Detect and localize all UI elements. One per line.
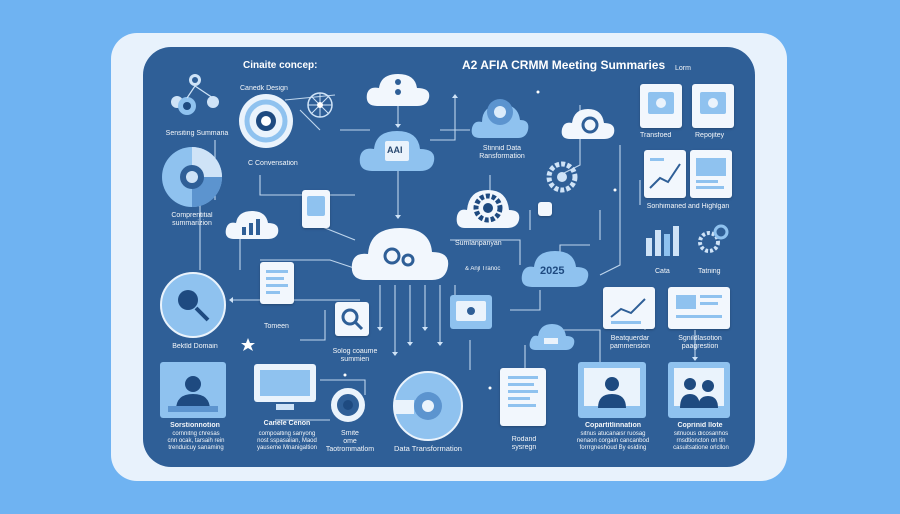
card-report-chart-2: [690, 150, 732, 198]
bar-chart-icon: [642, 222, 682, 258]
monitor-icon: [250, 360, 320, 416]
card-transformed: [640, 84, 682, 128]
donut-icon: [328, 385, 368, 425]
year-cloud: [520, 245, 590, 289]
label-repository: Repojitey: [695, 132, 725, 139]
top-cloud-icon: [365, 68, 431, 108]
card-repository: [692, 84, 734, 128]
ai-cloud-icon: [358, 125, 436, 173]
main-title: A2 AFIA CRMM Meeting Summaries: [462, 58, 666, 72]
text-copartitinentation: sitnus atucanaisr ruosag nenaon corgain …: [576, 431, 650, 451]
label-smite-transformation: Smite ome Taotrommatlom: [325, 430, 375, 453]
label-canele-cenon: Canele Cenon: [263, 420, 311, 427]
gear-cloud-icon: [470, 88, 530, 140]
search-tile-icon: [335, 302, 369, 336]
label-copartitinentation: Copartitlinnation: [585, 422, 641, 429]
corner-label: Lorm: [675, 65, 691, 72]
side-gear-icon: [545, 160, 579, 194]
label-sensiting-summaria: Sensiting Summaria: [165, 130, 229, 137]
data-transformation-icon: [390, 368, 466, 444]
text-sentimentation: cornnitng chresas cnn ocak, tarsaih rein…: [167, 431, 225, 451]
label-compression-summarization: Comprentitial summarizion: [171, 212, 213, 227]
person-tile-1: [160, 362, 226, 418]
chart-cloud-icon: [528, 320, 576, 352]
left-title: Cinaite concep:: [243, 60, 318, 71]
label-rodiand-sysregn: Rodand sysregn: [511, 436, 537, 451]
document-card-icon: [260, 262, 294, 304]
network-node-icon: [165, 68, 225, 128]
label-signal-parameters: Sgnildlasotion paagrestion: [678, 335, 722, 350]
cloud-bars-icon: [224, 205, 280, 241]
label-tomeen: Tomeen: [264, 323, 289, 330]
hub-node-icon: [300, 85, 340, 125]
target-icon: [237, 92, 295, 150]
year-label: 2025: [540, 265, 565, 277]
label-build-domain: Bektld Domain: [172, 343, 218, 350]
center-gear-icon: [455, 180, 521, 230]
label-summarization: Sumlanpanyan: [455, 240, 502, 247]
small-list-card: [538, 202, 552, 216]
label-coprinid-llote: Coprinid llote: [677, 422, 723, 429]
label-data-transformation: Data Transformation: [394, 444, 462, 453]
cloud-chip-label: AAI: [387, 145, 403, 155]
label-structured-data: Stinnid Data Ransformation: [479, 145, 525, 160]
label-training: Tatning: [698, 268, 721, 275]
report-doc-icon: [500, 368, 546, 426]
label-sentimentation: Sorstionnotion: [170, 422, 220, 429]
label-solog-consume: Solog coaume summien: [332, 348, 378, 363]
text-canele: compoalting sanyong nost sspasalian, Mao…: [256, 431, 318, 451]
slide-tile-icon: [450, 295, 492, 329]
person-tile-2: [578, 362, 646, 418]
pie-chart-icon: [160, 145, 224, 209]
central-cloud-icon: [350, 220, 450, 282]
label-small-note: & Anjl Tranoc: [465, 266, 501, 272]
label-c-conversation: C Convensation: [248, 160, 298, 167]
label-transformed: Transfoed: [640, 132, 672, 139]
magnifier-icon: [158, 270, 228, 340]
label-sentiment-highlight: Sonhimaned and Highlgan: [646, 203, 730, 210]
person-tile-3: [668, 362, 730, 418]
label-background-parameters: Beatquerdar pammension: [609, 335, 651, 350]
settings-cloud-icon: [560, 105, 616, 141]
label-canedk-design: Canedk Design: [240, 85, 288, 92]
device-panel-icon: [302, 190, 330, 228]
card-signal-parameters: [668, 287, 730, 329]
card-report-chart-1: [644, 150, 686, 198]
text-coprinid-llote: sitnuous dicosanhos rnsdtioncton on tin …: [673, 431, 729, 451]
card-background-parameters: [603, 287, 655, 329]
gear-pair-icon: [695, 222, 731, 258]
label-code: Cata: [655, 268, 670, 275]
